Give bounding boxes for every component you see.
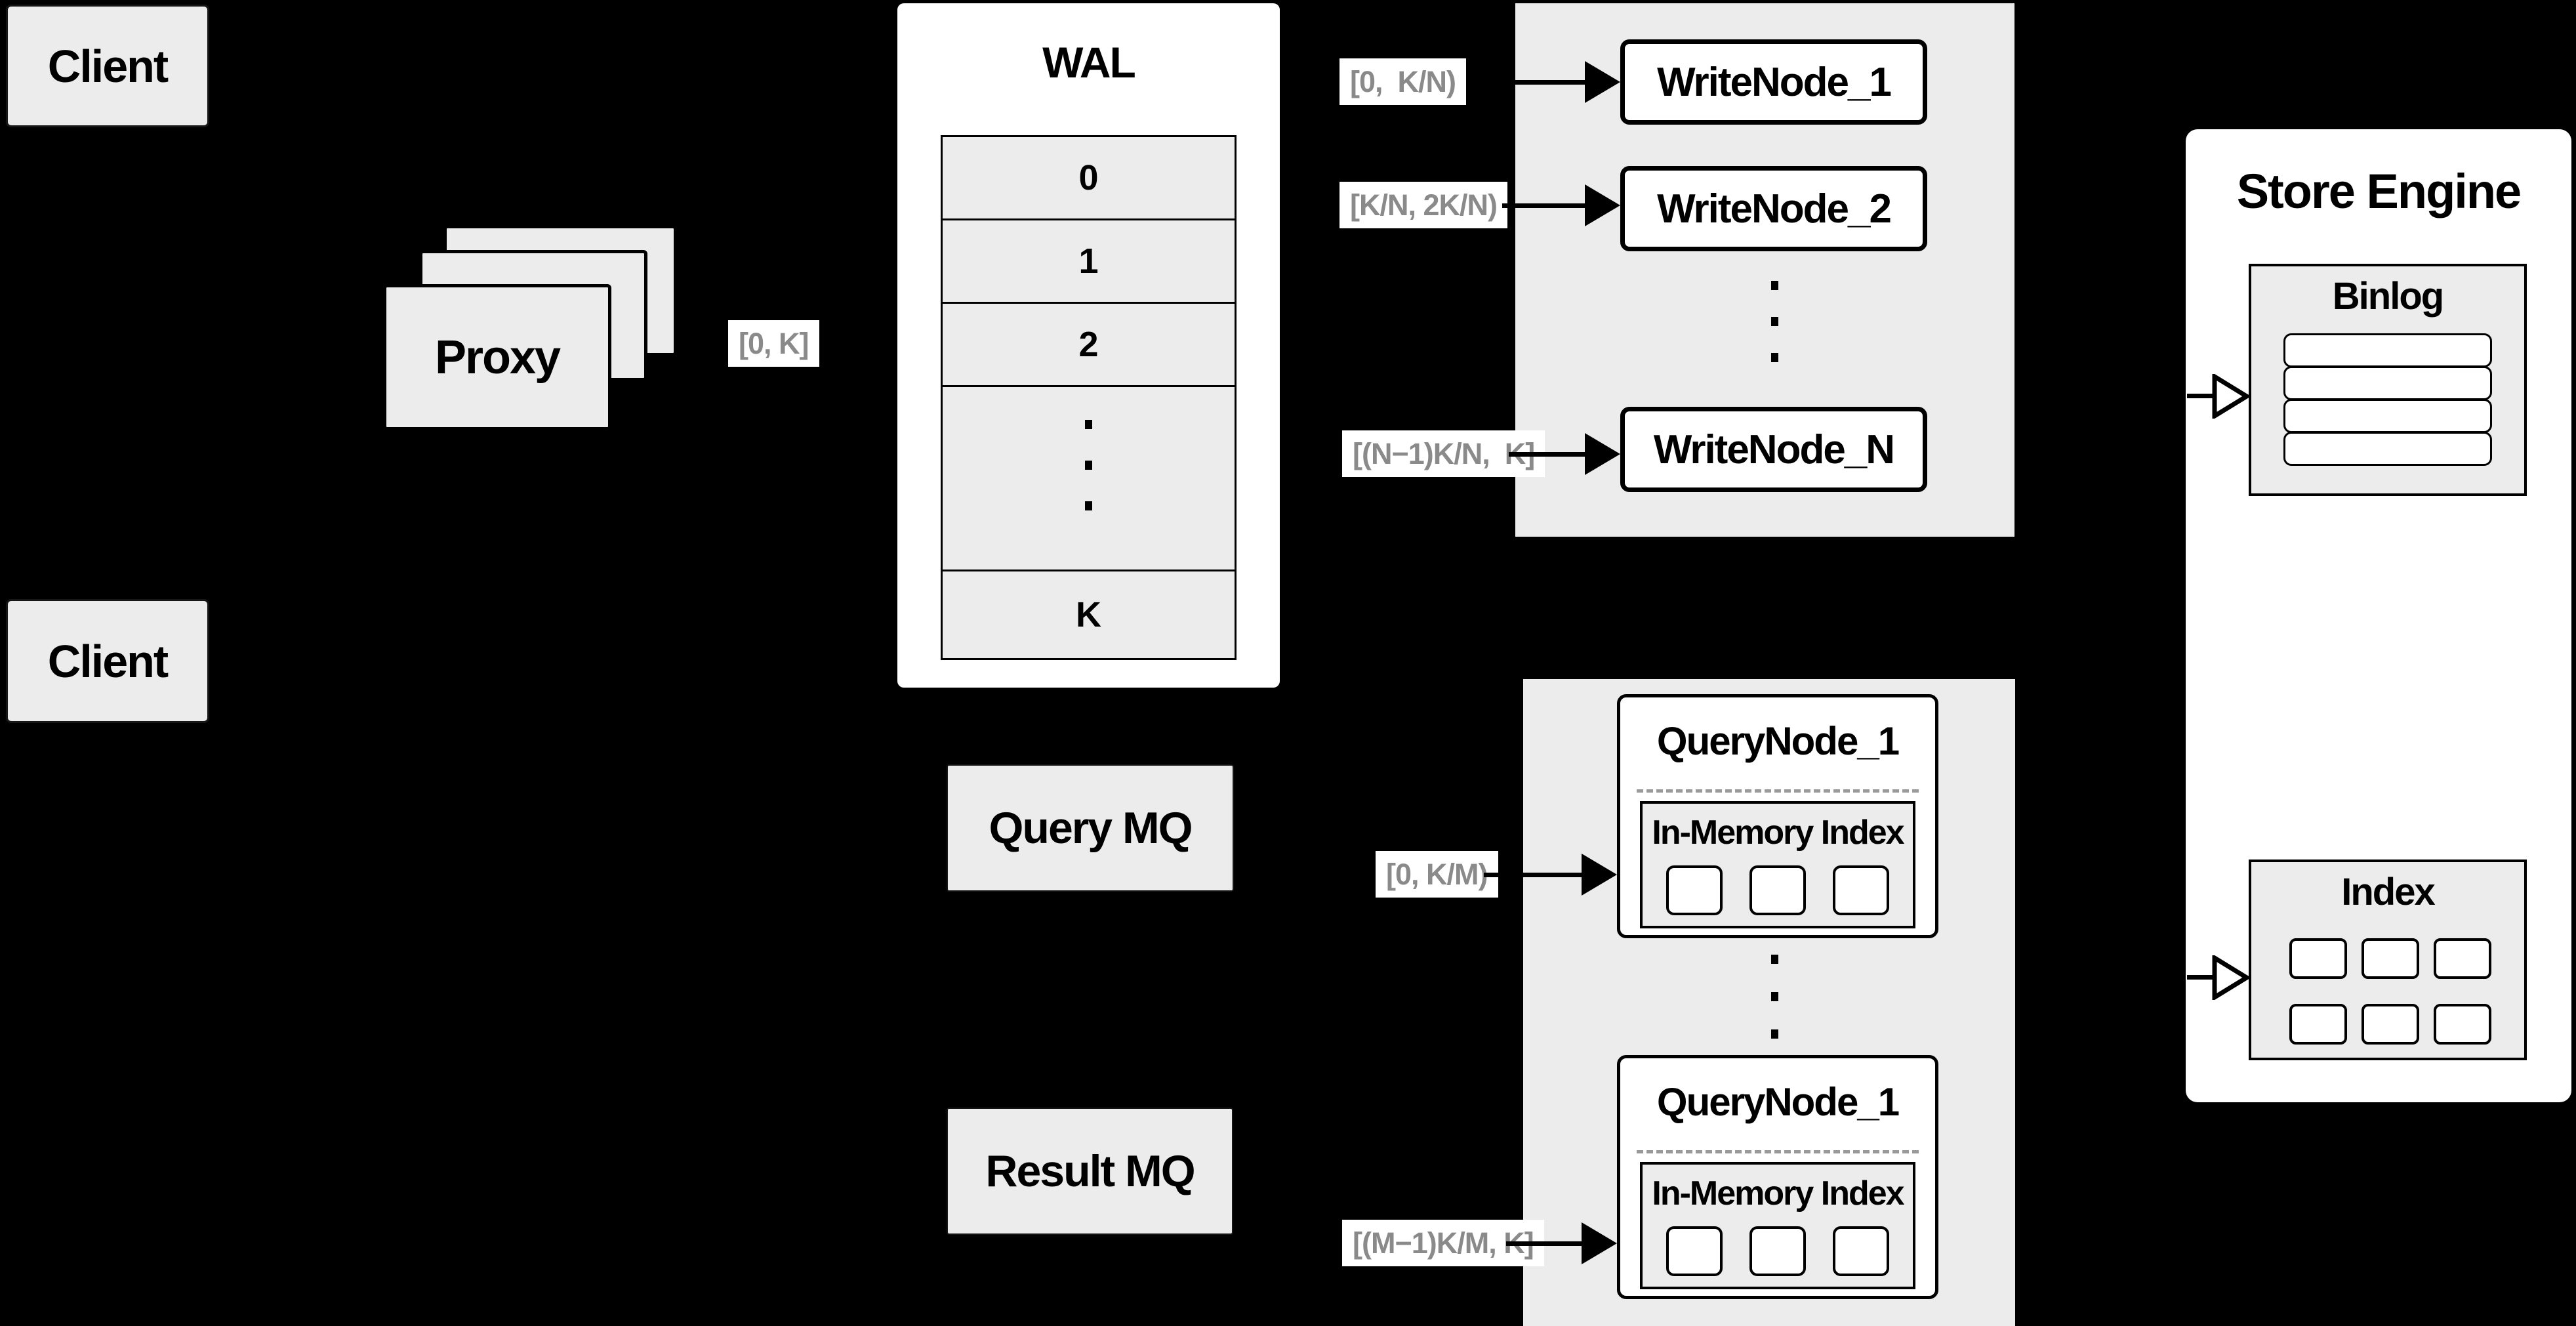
arrow-line-query-1 (1484, 873, 1582, 877)
range-label-write-n: [(N−1)K/N, K] (1342, 430, 1545, 477)
wal-ellipsis-dot (1085, 461, 1092, 470)
wal-box: WAL 0 1 2 K (897, 3, 1280, 688)
write-node-2-box: WriteNode_2 (1620, 166, 1927, 251)
wal-row-2: 2 (941, 302, 1237, 387)
in-memory-index-top-label: In-Memory Index (1652, 814, 1904, 852)
index-cell (2361, 1004, 2419, 1045)
arrow-head-write-n (1585, 433, 1620, 475)
store-index-title: Index (2341, 871, 2436, 913)
index-cell (2434, 938, 2491, 979)
binlog-row (2283, 399, 2492, 433)
query-node-bottom-title: QueryNode_1 (1656, 1080, 1900, 1124)
client-top-box: Client (6, 5, 209, 127)
client-bottom-box: Client (6, 599, 209, 723)
query-node-bottom-box: QueryNode_1 In-Memory Index (1617, 1055, 1938, 1299)
range-label-write-2: [K/N, 2K/N) (1339, 182, 1507, 228)
binlog-title: Binlog (2332, 275, 2444, 318)
range-label-write-1: [0, K/N) (1339, 58, 1467, 105)
arrow-head-query-m (1582, 1222, 1617, 1264)
arrow-line-write-2 (1502, 203, 1585, 208)
in-memory-index-bottom-label: In-Memory Index (1652, 1174, 1904, 1212)
query-node-top-box: QueryNode_1 In-Memory Index (1617, 694, 1938, 938)
arrow-head-write-1 (1585, 61, 1620, 103)
client-top-label: Client (47, 40, 169, 92)
write-nodes-ellipsis-dot (1771, 353, 1778, 362)
binlog-box: Binlog (2249, 264, 2527, 496)
write-node-1-box: WriteNode_1 (1620, 39, 1927, 125)
index-segment (1749, 1226, 1806, 1276)
result-mq-box: Result MQ (947, 1108, 1233, 1235)
result-mq-label: Result MQ (985, 1146, 1195, 1196)
query-node-bottom-divider (1637, 1150, 1919, 1153)
index-segment (1833, 865, 1889, 915)
arrow-line-to-binlog (2187, 394, 2216, 398)
wal-ellipsis-dot (1085, 501, 1092, 510)
index-cell (2434, 1004, 2491, 1045)
client-bottom-label: Client (47, 635, 169, 687)
write-node-n-box: WriteNode_N (1620, 407, 1927, 492)
wal-ellipsis-dot (1085, 420, 1092, 429)
wal-row-0: 0 (941, 135, 1237, 220)
range-label-proxy-to-wal: [0, K] (728, 320, 819, 367)
in-memory-index-top-box: In-Memory Index (1640, 801, 1915, 928)
store-index-box: Index (2249, 860, 2527, 1060)
in-memory-index-bottom-box: In-Memory Index (1640, 1162, 1915, 1289)
index-cell (2361, 938, 2419, 979)
wal-row-0-label: 0 (1078, 158, 1099, 197)
wal-row-k: K (941, 570, 1237, 660)
arrow-line-write-n (1509, 452, 1585, 457)
query-mq-label: Query MQ (989, 803, 1193, 853)
arrow-line-write-1 (1479, 80, 1585, 85)
wal-row-k-label: K (1076, 595, 1101, 634)
wal-row-2-label: 2 (1078, 325, 1099, 364)
index-cell (2289, 1004, 2347, 1045)
write-node-n-label: WriteNode_N (1653, 426, 1895, 472)
index-segment (1749, 865, 1806, 915)
index-segment (1833, 1226, 1889, 1276)
wal-row-1: 1 (941, 218, 1237, 304)
wal-title: WAL (1042, 38, 1136, 87)
binlog-row (2283, 366, 2492, 400)
binlog-row (2283, 432, 2492, 466)
write-nodes-ellipsis-dot (1771, 281, 1778, 290)
store-engine-title: Store Engine (2236, 164, 2522, 218)
store-engine-box: Store Engine Binlog Index (2186, 129, 2571, 1102)
write-node-2-label: WriteNode_2 (1657, 186, 1892, 232)
query-node-top-title: QueryNode_1 (1656, 719, 1900, 763)
arrow-line-query-m (1506, 1241, 1582, 1246)
query-node-top-divider (1637, 789, 1919, 793)
range-label-query-1: [0, K/M) (1376, 851, 1498, 898)
query-nodes-ellipsis-dot (1771, 955, 1778, 964)
arrow-head-query-1 (1582, 854, 1617, 896)
query-mq-box: Query MQ (947, 764, 1234, 892)
wal-table: 0 1 2 K (941, 135, 1237, 660)
index-segment (1666, 1226, 1723, 1276)
arrow-line-to-index (2187, 975, 2216, 980)
open-arrow-head-to-binlog (2212, 374, 2250, 419)
open-arrow-head-to-index (2212, 955, 2250, 1000)
proxy-label: Proxy (434, 331, 561, 384)
wal-row-1-label: 1 (1078, 241, 1099, 281)
write-node-1-label: WriteNode_1 (1657, 59, 1892, 105)
index-cell (2289, 938, 2347, 979)
index-segment (1666, 865, 1723, 915)
proxy-card-front: Proxy (383, 284, 611, 430)
write-nodes-ellipsis-dot (1771, 317, 1778, 326)
wal-row-ellipsis (941, 385, 1237, 571)
arrow-head-write-2 (1585, 184, 1620, 226)
binlog-row (2283, 333, 2492, 367)
query-nodes-ellipsis-dot (1771, 992, 1778, 1001)
query-nodes-ellipsis-dot (1771, 1029, 1778, 1039)
